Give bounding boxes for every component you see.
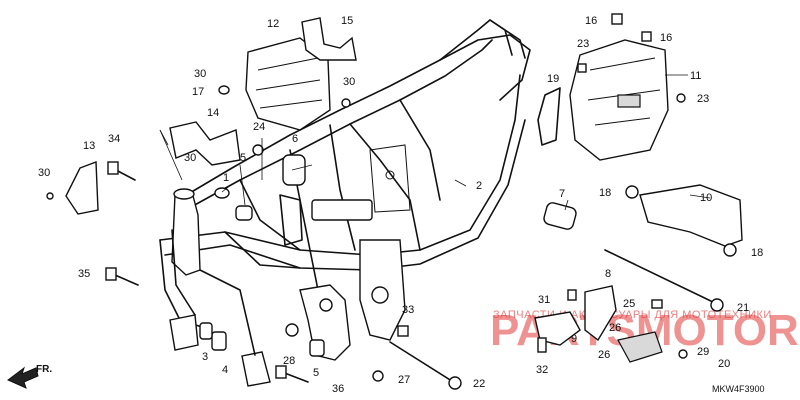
front-direction-label: FR.	[36, 364, 52, 375]
callout-34: 34	[108, 133, 120, 145]
part-15-stay	[301, 17, 357, 61]
callout-9: 9	[571, 333, 577, 345]
callout-23-a: 23	[577, 38, 589, 50]
part-9-bracket	[534, 311, 581, 346]
callout-12: 12	[267, 18, 279, 30]
callout-36: 36	[332, 383, 344, 395]
callout-10: 10	[700, 192, 712, 204]
callout-30-c: 30	[184, 152, 196, 164]
callout-25: 25	[623, 298, 635, 310]
callout-26-a: 26	[609, 322, 621, 334]
part-14-plate	[169, 121, 241, 166]
callout-6: 6	[292, 133, 298, 145]
callout-30-a: 30	[194, 68, 206, 80]
callout-32: 32	[536, 364, 548, 376]
callout-1: 1	[223, 172, 229, 184]
part-34-bolt	[107, 161, 136, 181]
callout-33: 33	[402, 304, 414, 316]
callout-21: 21	[737, 302, 749, 314]
callout-4: 4	[222, 364, 228, 376]
callout-8: 8	[605, 268, 611, 280]
callout-18-a: 18	[599, 187, 611, 199]
callout-23-b: 23	[697, 93, 709, 105]
callout-24: 24	[253, 121, 265, 133]
part-22-bolt	[389, 341, 462, 390]
callout-3: 3	[202, 351, 208, 363]
part-19-strap	[537, 87, 561, 146]
frame-body	[159, 19, 531, 387]
callout-17: 17	[192, 86, 204, 98]
leader-lines	[159, 74, 711, 211]
callout-16-b: 16	[660, 32, 672, 44]
callout-27: 27	[398, 374, 410, 386]
callout-16-a: 16	[585, 15, 597, 27]
part-10-bracket	[639, 184, 743, 247]
part-6-collar	[282, 154, 306, 186]
callout-5-a: 5	[240, 152, 246, 164]
part-11-tray	[569, 39, 669, 161]
callout-2: 2	[476, 180, 482, 192]
small-nuts-and-washers	[46, 13, 737, 382]
diagram-code: MKW4F3900	[712, 384, 765, 394]
callout-11: 11	[690, 70, 701, 82]
callout-19: 19	[547, 73, 559, 85]
callout-22: 22	[473, 378, 485, 390]
callout-13: 13	[83, 140, 95, 152]
front-direction-arrow: FR.	[7, 364, 52, 389]
callout-35: 35	[78, 268, 90, 280]
callout-14: 14	[207, 107, 219, 119]
callout-15: 15	[341, 15, 353, 27]
callout-20: 20	[718, 358, 730, 370]
callout-31: 31	[538, 294, 550, 306]
callout-5-b: 5	[313, 367, 319, 379]
callout-26-b: 26	[598, 349, 610, 361]
callouts: 1 2 3 4 5 5 6 7 8 9 10 11 12 13 14 15 16…	[38, 15, 763, 395]
part-26-pad	[617, 331, 663, 363]
callout-18-b: 18	[751, 247, 763, 259]
part-36-bolt	[275, 365, 309, 383]
part-7-collar	[543, 202, 577, 230]
callout-7: 7	[559, 188, 565, 200]
part-35-bolt	[105, 267, 139, 286]
callout-29: 29	[697, 346, 709, 358]
part-21-shaft	[604, 249, 724, 312]
callout-30-d: 30	[38, 167, 50, 179]
callout-28: 28	[283, 355, 295, 367]
part-8-step	[584, 285, 617, 342]
callout-30-b: 30	[343, 76, 355, 88]
part-13-bracket	[65, 161, 99, 215]
